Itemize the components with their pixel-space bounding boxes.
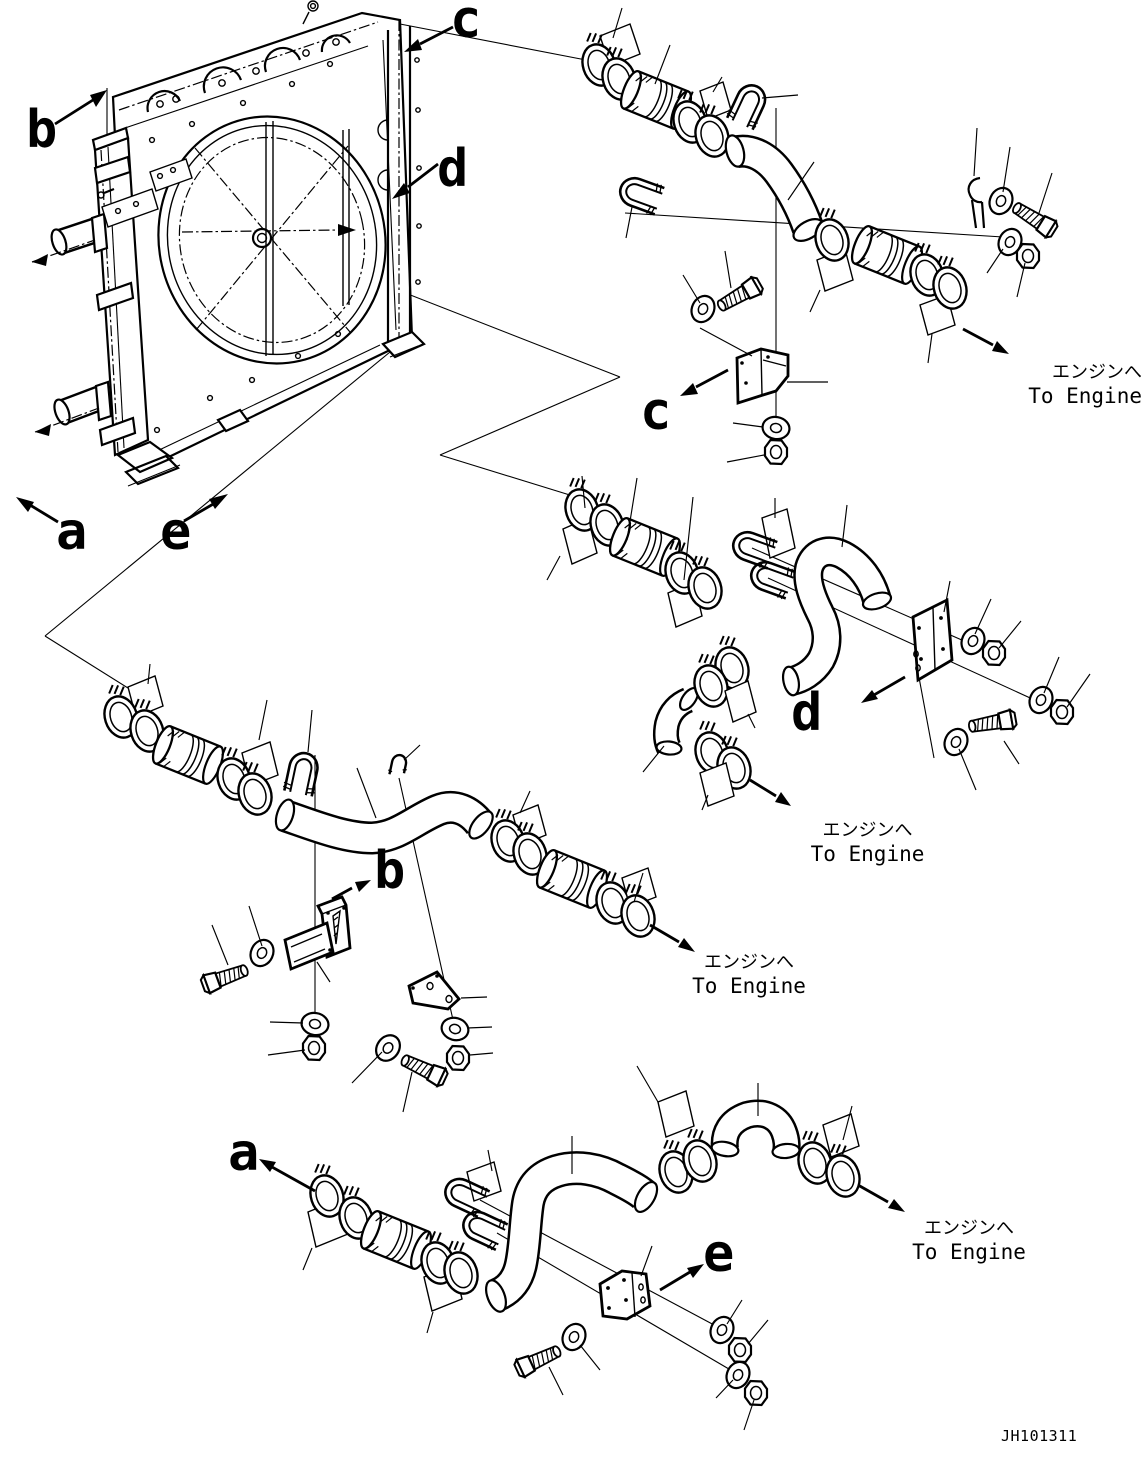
frame-bolt-holes xyxy=(148,60,342,434)
hose-assembly-b xyxy=(94,663,661,1113)
bolt xyxy=(713,274,766,317)
bolt xyxy=(198,959,252,996)
to-engine-jp: エンジンへ xyxy=(822,820,913,841)
washer xyxy=(557,1319,591,1355)
view-arrow-d xyxy=(392,162,439,199)
detail-label-c: c xyxy=(640,382,672,442)
washer xyxy=(298,1009,332,1039)
detail-arrow-d xyxy=(861,675,906,703)
radiator-hose xyxy=(485,1151,659,1313)
washer xyxy=(686,291,720,327)
detail-label-b: b xyxy=(374,841,406,901)
view-label-c: c xyxy=(450,0,482,50)
channel-bracket xyxy=(283,895,352,971)
washer xyxy=(984,183,1018,219)
detail-arrow-a xyxy=(259,1159,316,1193)
to-engine-annotation-c: エンジンへ To Engine xyxy=(1012,362,1141,408)
detail-label-a: a xyxy=(228,1123,260,1183)
view-arrow-b xyxy=(54,90,107,126)
to-engine-arrow-d xyxy=(749,778,791,806)
washer xyxy=(245,935,279,971)
view-arrow-c xyxy=(404,25,454,52)
to-engine-arrow-c xyxy=(962,327,1009,354)
bolt xyxy=(511,1340,565,1380)
gusset-bracket xyxy=(407,970,461,1011)
to-engine-annotation-d: エンジンへ To Engine xyxy=(810,820,925,866)
bolt xyxy=(966,708,1019,738)
to-engine-annotation-ae: エンジンへ To Engine xyxy=(908,1218,1030,1264)
hose-coupling xyxy=(147,722,229,788)
detail-arrow-b xyxy=(331,880,371,901)
elbow-hose xyxy=(652,687,700,756)
hose-assembly-d xyxy=(546,472,1091,811)
view-arrows xyxy=(16,25,1009,1292)
mount-plate-bracket xyxy=(598,1269,652,1321)
to-engine-arrow-b xyxy=(649,923,695,952)
mount-plate-bracket xyxy=(911,597,954,683)
nut xyxy=(1015,242,1041,270)
radiator-hose xyxy=(274,790,494,855)
washer xyxy=(438,1013,472,1045)
to-engine-arrow-ae xyxy=(857,1183,905,1212)
to-engine-jp: エンジンへ xyxy=(704,952,794,973)
detail-arrow-e xyxy=(659,1264,704,1292)
mount-bracket xyxy=(735,347,790,405)
nut xyxy=(727,1336,753,1364)
drawing-number: JH101311 xyxy=(1001,1427,1078,1445)
hook-clip xyxy=(386,752,411,779)
detail-arrow-c xyxy=(680,368,729,396)
nut xyxy=(743,1379,769,1407)
fan-guard-spokes xyxy=(181,121,356,356)
elbow-hose xyxy=(710,1099,801,1160)
top-beam-bolts xyxy=(156,0,340,108)
to-engine-en: To Engine xyxy=(1028,384,1141,408)
washer xyxy=(370,1029,406,1067)
u-bolt xyxy=(281,748,324,799)
to-engine-jp: エンジンへ xyxy=(924,1218,1014,1239)
view-arrow-a xyxy=(16,497,59,524)
radiator-pipe xyxy=(31,212,109,266)
bolt xyxy=(397,1049,451,1089)
hose-assembly-ae xyxy=(300,1065,866,1431)
leader-lines xyxy=(147,663,644,1113)
mount-bracket-cluster xyxy=(97,158,193,228)
to-engine-annotation-b: エンジンへ To Engine xyxy=(688,952,810,998)
view-arrow-e xyxy=(183,494,228,523)
radiator-hose xyxy=(724,134,824,242)
washer xyxy=(939,724,973,760)
hose-assembly-c xyxy=(572,7,1061,466)
view-label-d: d xyxy=(437,139,469,199)
nut xyxy=(445,1044,471,1072)
nut xyxy=(763,438,789,466)
to-engine-en: To Engine xyxy=(912,1240,1026,1264)
radiator-pipe xyxy=(34,380,113,436)
radiator-hose xyxy=(781,536,893,697)
leader-lines xyxy=(302,1065,853,1431)
view-label-b: b xyxy=(26,100,58,160)
detail-label-d: d xyxy=(791,683,823,743)
leader-lines xyxy=(612,7,1053,463)
leader-lines xyxy=(546,475,1091,811)
to-engine-en: To Engine xyxy=(692,974,806,998)
view-label-a: a xyxy=(56,502,88,562)
radiator-assembly xyxy=(31,0,426,487)
u-bolt xyxy=(724,78,773,132)
washer xyxy=(759,413,793,443)
cotter-pin xyxy=(967,176,986,229)
view-label-e: e xyxy=(160,502,192,562)
to-engine-en: To Engine xyxy=(810,842,925,866)
nut xyxy=(301,1034,327,1062)
to-engine-jp: エンジンへ xyxy=(1052,362,1141,383)
detail-label-e: e xyxy=(703,1224,735,1284)
u-bolt xyxy=(614,170,667,218)
